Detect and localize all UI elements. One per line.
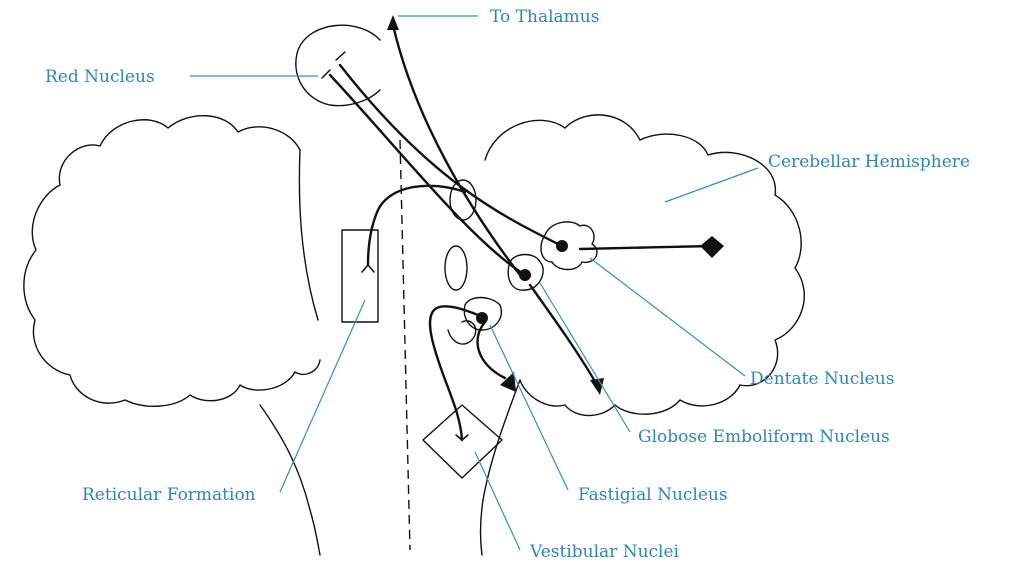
purkinje-cell-dentate bbox=[700, 236, 724, 258]
label-dentate-nucleus: Dentate Nucleus bbox=[750, 369, 894, 389]
leader-fastigial-nucleus bbox=[490, 325, 568, 490]
leader-dentate-nucleus bbox=[590, 258, 745, 376]
globose-neuron-body bbox=[519, 269, 531, 281]
label-red-nucleus: Red Nucleus bbox=[45, 67, 155, 87]
label-vestibular-nuclei: Vestibular Nuclei bbox=[529, 542, 680, 562]
label-globose-emboliform-nucleus: Globose Emboliform Nucleus bbox=[638, 427, 890, 447]
label-fastigial-nucleus: Fastigial Nucleus bbox=[578, 485, 728, 505]
leader-cerebellar-hemisphere bbox=[665, 168, 758, 202]
dentate-neuron-body bbox=[556, 240, 568, 252]
globose-input-fiber bbox=[530, 285, 597, 385]
label-cerebellar-hemisphere: Cerebellar Hemisphere bbox=[768, 152, 970, 172]
fiber-dentate-to-red-nucleus bbox=[340, 65, 560, 245]
red-nucleus-outline bbox=[296, 25, 380, 105]
left-hemisphere-inner bbox=[299, 150, 318, 320]
leader-globose-emboliform bbox=[540, 283, 630, 432]
brainstem-oval-middle bbox=[445, 246, 467, 290]
left-hemisphere-outline bbox=[24, 116, 320, 407]
brainstem-oval-upper bbox=[450, 180, 476, 220]
leader-reticular-formation bbox=[280, 300, 365, 492]
fiber-globose-to-red-nucleus bbox=[330, 75, 525, 275]
dentate-nucleus-outline bbox=[541, 222, 597, 270]
red-nucleus-terminal bbox=[322, 52, 345, 78]
dentate-input-fiber bbox=[580, 246, 712, 249]
leader-vestibular-nuclei bbox=[475, 452, 520, 550]
label-to-thalamus: To Thalamus bbox=[490, 7, 599, 27]
thalamus-arrowhead bbox=[387, 15, 399, 30]
reticular-formation-box bbox=[342, 230, 378, 322]
brainstem-small-shape bbox=[448, 321, 476, 344]
right-hemisphere-base bbox=[481, 380, 520, 555]
midline bbox=[400, 140, 410, 550]
left-hemisphere-base bbox=[260, 405, 320, 555]
fiber-to-thalamus bbox=[393, 25, 520, 275]
reticular-terminal bbox=[362, 265, 374, 272]
label-reticular-formation: Reticular Formation bbox=[82, 485, 256, 505]
